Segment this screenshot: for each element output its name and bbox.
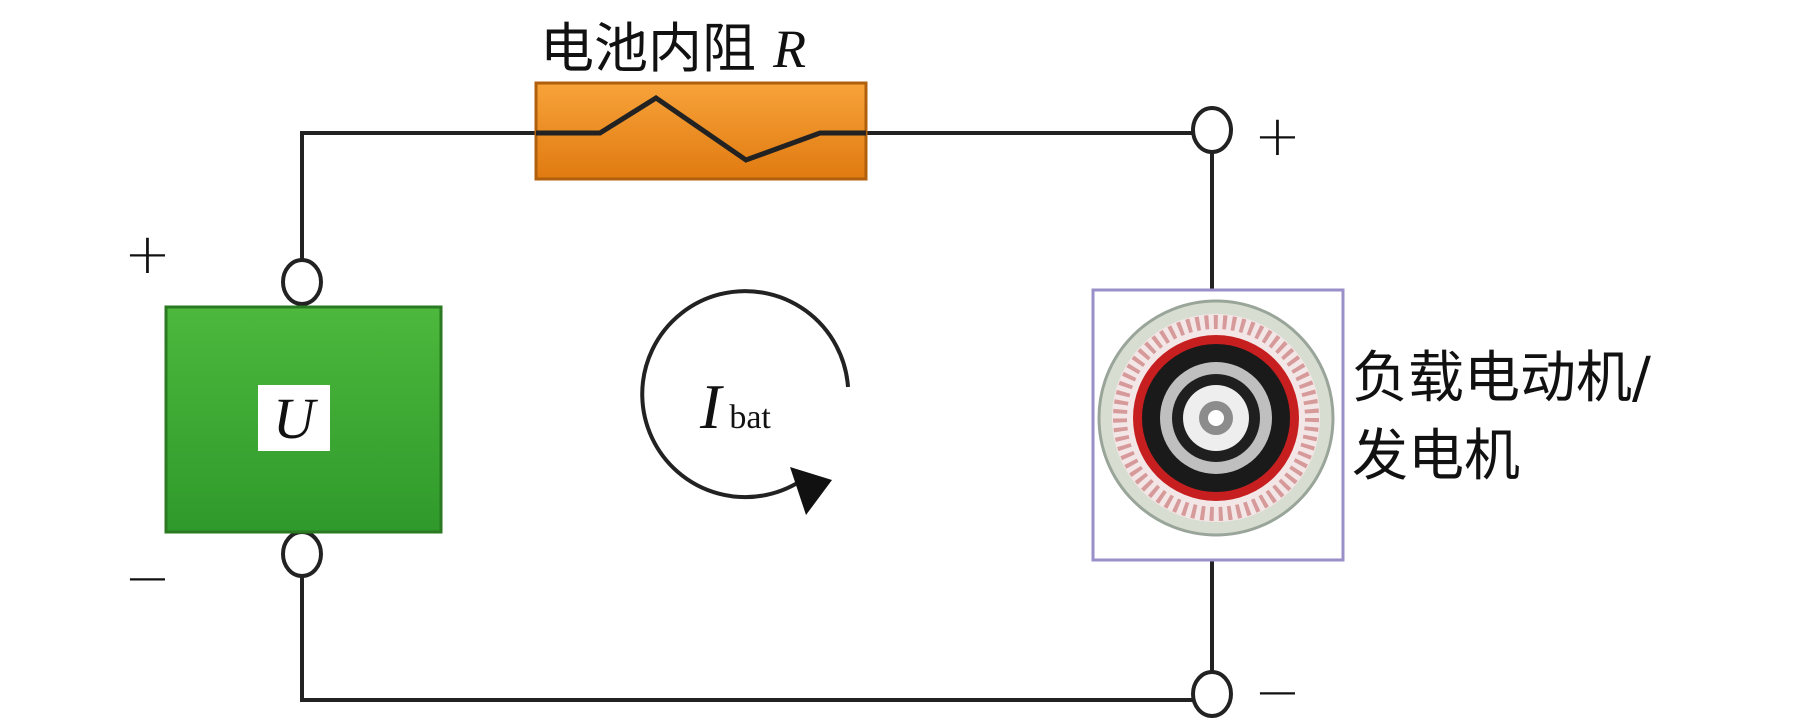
load-minus-label: − [1254, 660, 1301, 725]
battery-minus-label: − [124, 546, 171, 611]
resistor-label-symbol: R [773, 19, 807, 79]
wire-bottom [300, 575, 1193, 702]
battery-plus-terminal [281, 258, 323, 306]
resistor-label-text: 电池内阻 [540, 17, 756, 80]
battery-voltage-symbol: U [258, 385, 330, 451]
resistor-label: 电池内阻 R [540, 4, 806, 83]
current-loop [640, 289, 850, 515]
terminals [281, 106, 1233, 718]
wire-top-left [300, 131, 536, 262]
resistor [534, 81, 868, 181]
motor-label-line1: 负载电动机/ [1352, 346, 1651, 411]
current-symbol: I [700, 371, 722, 442]
current-arrowhead-icon [790, 467, 832, 515]
resistor-zigzag [536, 95, 866, 163]
load-plus-label: + [1254, 104, 1301, 169]
motor-label-line2: 发电机 [1352, 424, 1520, 489]
motor-label: 负载电动机/ 发电机 [1352, 340, 1651, 496]
load-plus-terminal [1191, 106, 1233, 154]
current-subscript: bat [729, 399, 771, 436]
battery-minus-terminal [281, 530, 323, 578]
wires [300, 131, 1214, 702]
battery-plus-label: + [124, 222, 171, 287]
current-loop-arc [640, 289, 850, 500]
load-minus-terminal [1191, 670, 1233, 718]
motor-image [1091, 288, 1345, 562]
